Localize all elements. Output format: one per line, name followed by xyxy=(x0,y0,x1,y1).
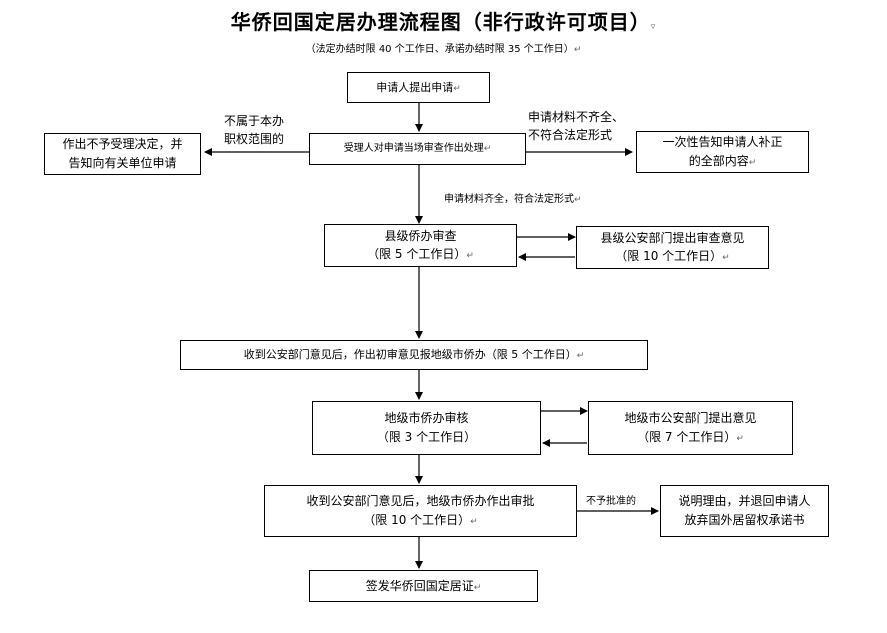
label-complete: 申请材料齐全，符合法定形式↵ xyxy=(444,194,582,205)
label-incomplete-2: 不符合法定形式 xyxy=(528,128,613,142)
label-incomplete-1: 申请材料不齐全、 xyxy=(528,110,625,124)
box-county-police: 县级公安部门提出审查意见（限 10 个工作日）↵ xyxy=(576,226,769,269)
box-city-approve: 收到公安部门意见后，地级市侨办作出审批（限 10 个工作日）↵ xyxy=(264,485,577,537)
label-not-approved: 不予批准的 xyxy=(586,496,636,507)
box-city-police: 地级市公安部门提出意见（限 7 个工作日）↵ xyxy=(588,401,793,455)
box-city-review: 地级市侨办审核（限 3 个工作日） xyxy=(312,401,541,455)
box-reject-scope: 作出不予受理决定，并告知向有关单位申请 xyxy=(44,133,201,175)
box-supplement: 一次性告知申请人补正的全部内容↵ xyxy=(636,131,809,173)
page-subtitle: （法定办结时限 40 个工作日、承诺办结时限 35 个工作日）↵ xyxy=(305,44,582,55)
box-report-city: 收到公安部门意见后，作出初审意见报地级市侨办（限 5 个工作日）↵ xyxy=(180,340,648,370)
page-title: 华侨回国定居办理流程图（非行政许可项目）▿ xyxy=(230,10,657,34)
box-county-review: 县级侨办审查（限 5 个工作日）↵ xyxy=(324,224,517,267)
box-apply: 申请人提出申请↵ xyxy=(347,72,490,103)
label-not-scope-1: 不属于本办 xyxy=(224,114,285,128)
box-refuse: 说明理由，并退回申请人放弃国外居留权承诺书 xyxy=(660,485,829,537)
box-handle: 受理人对申请当场审查作出处理↵ xyxy=(309,133,526,165)
box-issue: 签发华侨回国定居证↵ xyxy=(309,570,538,602)
label-not-scope-2: 职权范围的 xyxy=(224,132,285,146)
